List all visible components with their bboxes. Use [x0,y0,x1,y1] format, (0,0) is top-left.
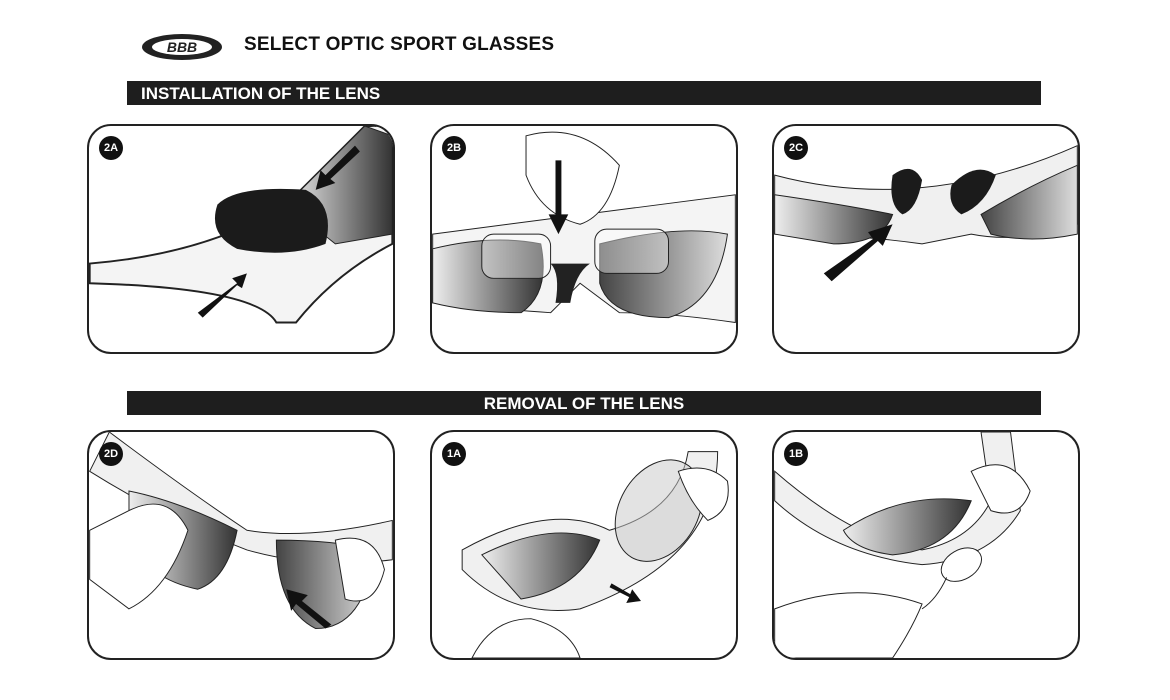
illustration-1a [461,451,729,658]
step-badge: 2D [99,442,123,466]
step-panel-1a: 1A [430,430,738,660]
step-panel-2b: 2B [430,124,738,354]
section-removal: REMOVAL OF THE LENS [127,391,1041,415]
step-badge: 2C [784,136,808,160]
illustration-2a [89,126,393,324]
step-badge: 1A [442,442,466,466]
step-panel-1b: 1B [772,430,1080,660]
svg-text:BBB: BBB [167,39,197,55]
illustration-2d [89,432,393,630]
step-badge: 1B [784,442,808,466]
step-panel-2c: 2C [772,124,1080,354]
step-badge: 2A [99,136,123,160]
illustration-2b [432,131,736,324]
step-panel-2d: 2D [87,430,395,660]
bbb-logo: BBB [142,34,222,60]
page-title: SELECT OPTIC SPORT GLASSES [244,34,555,55]
section-installation: INSTALLATION OF THE LENS [127,81,1041,105]
illustration-2c [774,144,1078,282]
illustration-1b [774,432,1031,658]
step-badge: 2B [442,136,466,160]
step-panel-2a: 2A [87,124,395,354]
